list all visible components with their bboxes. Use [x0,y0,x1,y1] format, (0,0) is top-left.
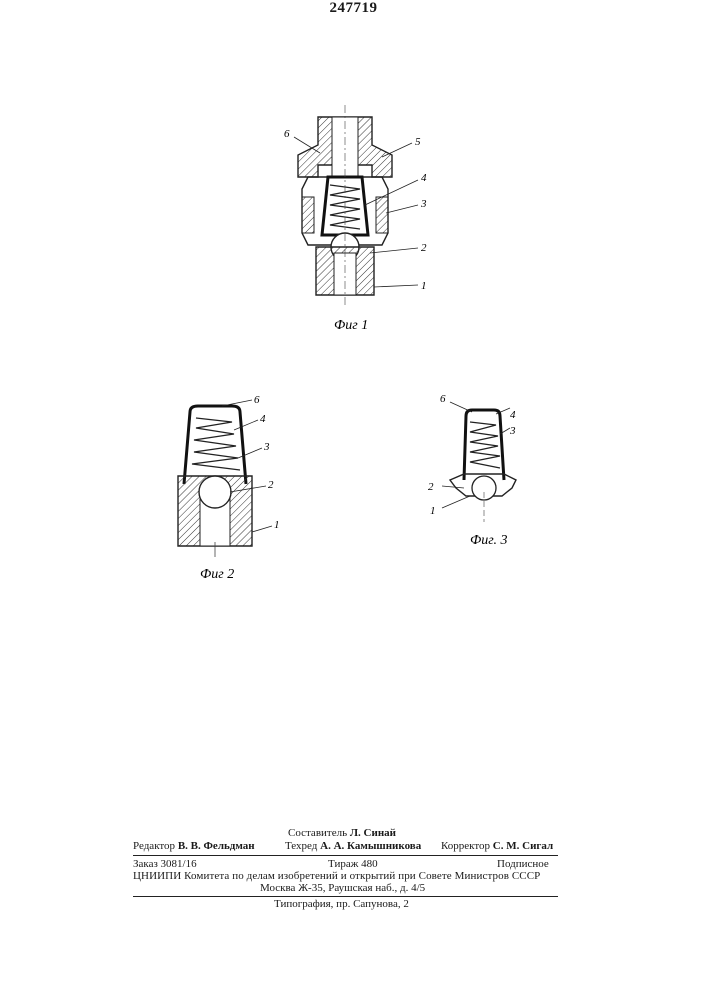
compiler-line: Составитель Л. Синай [288,827,396,840]
editor-line: Редактор В. В. Фельдман [133,840,255,853]
fig2-label-6: 6 [254,394,260,406]
fig2-caption: Фиг 2 [200,567,234,582]
techred-name: А. А. Камышникова [320,840,421,852]
compiler-label: Составитель [288,827,347,839]
fig3-label-1: 1 [430,505,436,517]
footer-rule-top [133,855,558,856]
figure-1-drawing: 6 5 4 3 2 1 Фиг 1 [270,105,440,345]
figure-2-drawing: 6 4 3 2 1 Фиг. 3 Фиг 2 [170,392,300,587]
address-line: Москва Ж-35, Раушская наб., д. 4/5 [260,882,425,895]
fig1-label-2: 2 [421,242,427,254]
editor-label: Редактор [133,840,175,852]
fig1-label-3: 3 [420,198,427,210]
corrector-name: С. М. Сигал [493,840,553,852]
fig2-label-3: 3 [263,441,270,453]
compiler-name: Л. Синай [350,827,396,839]
corrector-label: Корректор [441,840,490,852]
editor-name: В. В. Фельдман [178,840,255,852]
fig3-label-2: 2 [428,481,434,493]
patent-number: 247719 [0,0,707,17]
fig1-label-5: 5 [415,136,421,148]
fig3-label-4: 4 [510,409,516,421]
corrector-line: Корректор С. М. Сигал [441,840,553,853]
fig1-label-1: 1 [421,280,427,292]
fig1-caption: Фиг 1 [334,318,368,333]
techred-label: Техред [285,840,317,852]
techred-line: Техред А. А. Камышникова [285,840,421,853]
fig3-caption: Фиг. 3 [470,533,508,548]
printing-line: Типография, пр. Сапунова, 2 [274,898,409,911]
fig2-label-1: 1 [274,519,280,531]
fig1-label-6: 6 [284,128,290,140]
footer-rule-bottom [133,896,558,897]
fig2-label-2: 2 [268,479,274,491]
figure-3-drawing: 6 4 3 2 1 Фиг. 3 [420,392,550,552]
fig3-label-6: 6 [440,393,446,405]
fig3-label-3: 3 [509,425,516,437]
fig2-label-4: 4 [260,413,266,425]
fig1-label-4: 4 [421,172,427,184]
